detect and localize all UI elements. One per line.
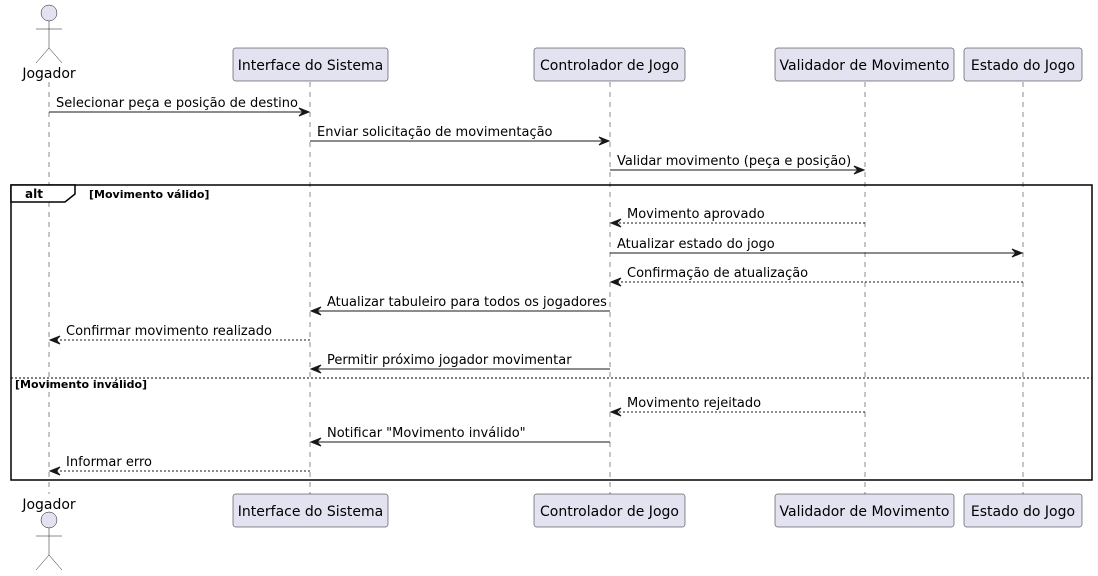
message-arrowhead-8 bbox=[48, 335, 61, 345]
participant-label-validador-bottom: Validador de Movimento bbox=[780, 504, 950, 520]
message-12: Informar erro bbox=[48, 455, 310, 476]
participant-label-interface-bottom: Interface do Sistema bbox=[238, 504, 383, 520]
message-label-1: Selecionar peça e posição de destino bbox=[56, 96, 298, 111]
message-label-8: Confirmar movimento realizado bbox=[66, 324, 272, 339]
message-label-12: Informar erro bbox=[66, 455, 152, 470]
participant-box-validador-bottom bbox=[774, 493, 955, 528]
participant-label-controlador-bottom: Controlador de Jogo bbox=[540, 504, 679, 520]
message-arrowhead-6 bbox=[609, 277, 622, 287]
message-arrowhead-3 bbox=[853, 165, 866, 175]
alt-condition-valid: [Movimento válido] bbox=[89, 188, 209, 201]
message-arrowhead-10 bbox=[609, 407, 622, 417]
message-arrowhead-12 bbox=[48, 466, 61, 476]
message-1: Selecionar peça e posição de destino bbox=[49, 96, 311, 117]
participant-label-estado-bottom: Estado do Jogo bbox=[971, 504, 1075, 520]
message-label-10: Movimento rejeitado bbox=[627, 396, 761, 411]
participant-box-estado-top bbox=[963, 47, 1083, 82]
message-7: Atualizar tabuleiro para todos os jogado… bbox=[309, 295, 610, 316]
message-11: Notificar "Movimento inválido" bbox=[309, 426, 610, 447]
message-10: Movimento rejeitado bbox=[609, 396, 865, 417]
participant-box-interface-bottom bbox=[232, 493, 389, 528]
message-2: Enviar solicitação de movimentação bbox=[310, 125, 611, 146]
message-8: Confirmar movimento realizado bbox=[48, 324, 310, 345]
actor-label-bottom: Jogador bbox=[21, 497, 76, 513]
message-label-9: Permitir próximo jogador movimentar bbox=[327, 353, 572, 368]
actor-jogador-top bbox=[35, 4, 63, 64]
participant-box-estado-bottom bbox=[963, 493, 1083, 528]
message-9: Permitir próximo jogador movimentar bbox=[309, 353, 610, 374]
alt-fragment-tab bbox=[10, 184, 76, 203]
message-arrowhead-11 bbox=[309, 437, 322, 447]
participant-label-estado-top: Estado do Jogo bbox=[971, 58, 1075, 74]
message-label-11: Notificar "Movimento inválido" bbox=[327, 426, 526, 441]
message-arrowhead-2 bbox=[598, 136, 611, 146]
message-arrowhead-7 bbox=[309, 306, 322, 316]
message-arrowhead-5 bbox=[1011, 248, 1024, 258]
message-arrowhead-9 bbox=[309, 364, 322, 374]
participant-label-controlador-top: Controlador de Jogo bbox=[540, 58, 679, 74]
message-label-6: Confirmação de atualização bbox=[627, 266, 808, 281]
message-label-3: Validar movimento (peça e posição) bbox=[617, 154, 851, 169]
participant-box-controlador-top bbox=[533, 47, 686, 82]
message-label-5: Atualizar estado do jogo bbox=[617, 237, 775, 252]
message-arrowhead-1 bbox=[298, 107, 311, 117]
message-label-7: Atualizar tabuleiro para todos os jogado… bbox=[327, 295, 607, 310]
participant-box-controlador-bottom bbox=[533, 493, 686, 528]
actor-jogador-bottom bbox=[35, 511, 63, 571]
message-label-4: Movimento aprovado bbox=[627, 207, 765, 222]
participant-box-interface-top bbox=[232, 47, 389, 82]
message-3: Validar movimento (peça e posição) bbox=[610, 154, 866, 175]
message-4: Movimento aprovado bbox=[609, 207, 865, 228]
alt-keyword: alt bbox=[25, 187, 43, 201]
alt-condition-invalid: [Movimento inválido] bbox=[15, 378, 147, 391]
message-arrowhead-4 bbox=[609, 218, 622, 228]
participant-box-validador-top bbox=[774, 47, 955, 82]
message-6: Confirmação de atualização bbox=[609, 266, 1023, 287]
message-label-2: Enviar solicitação de movimentação bbox=[317, 125, 553, 140]
actor-label-top: Jogador bbox=[21, 66, 76, 82]
alt-fragment-frame bbox=[10, 184, 1093, 481]
participant-label-interface-top: Interface do Sistema bbox=[238, 58, 383, 74]
participant-label-validador-top: Validador de Movimento bbox=[780, 58, 950, 74]
message-5: Atualizar estado do jogo bbox=[610, 237, 1024, 258]
